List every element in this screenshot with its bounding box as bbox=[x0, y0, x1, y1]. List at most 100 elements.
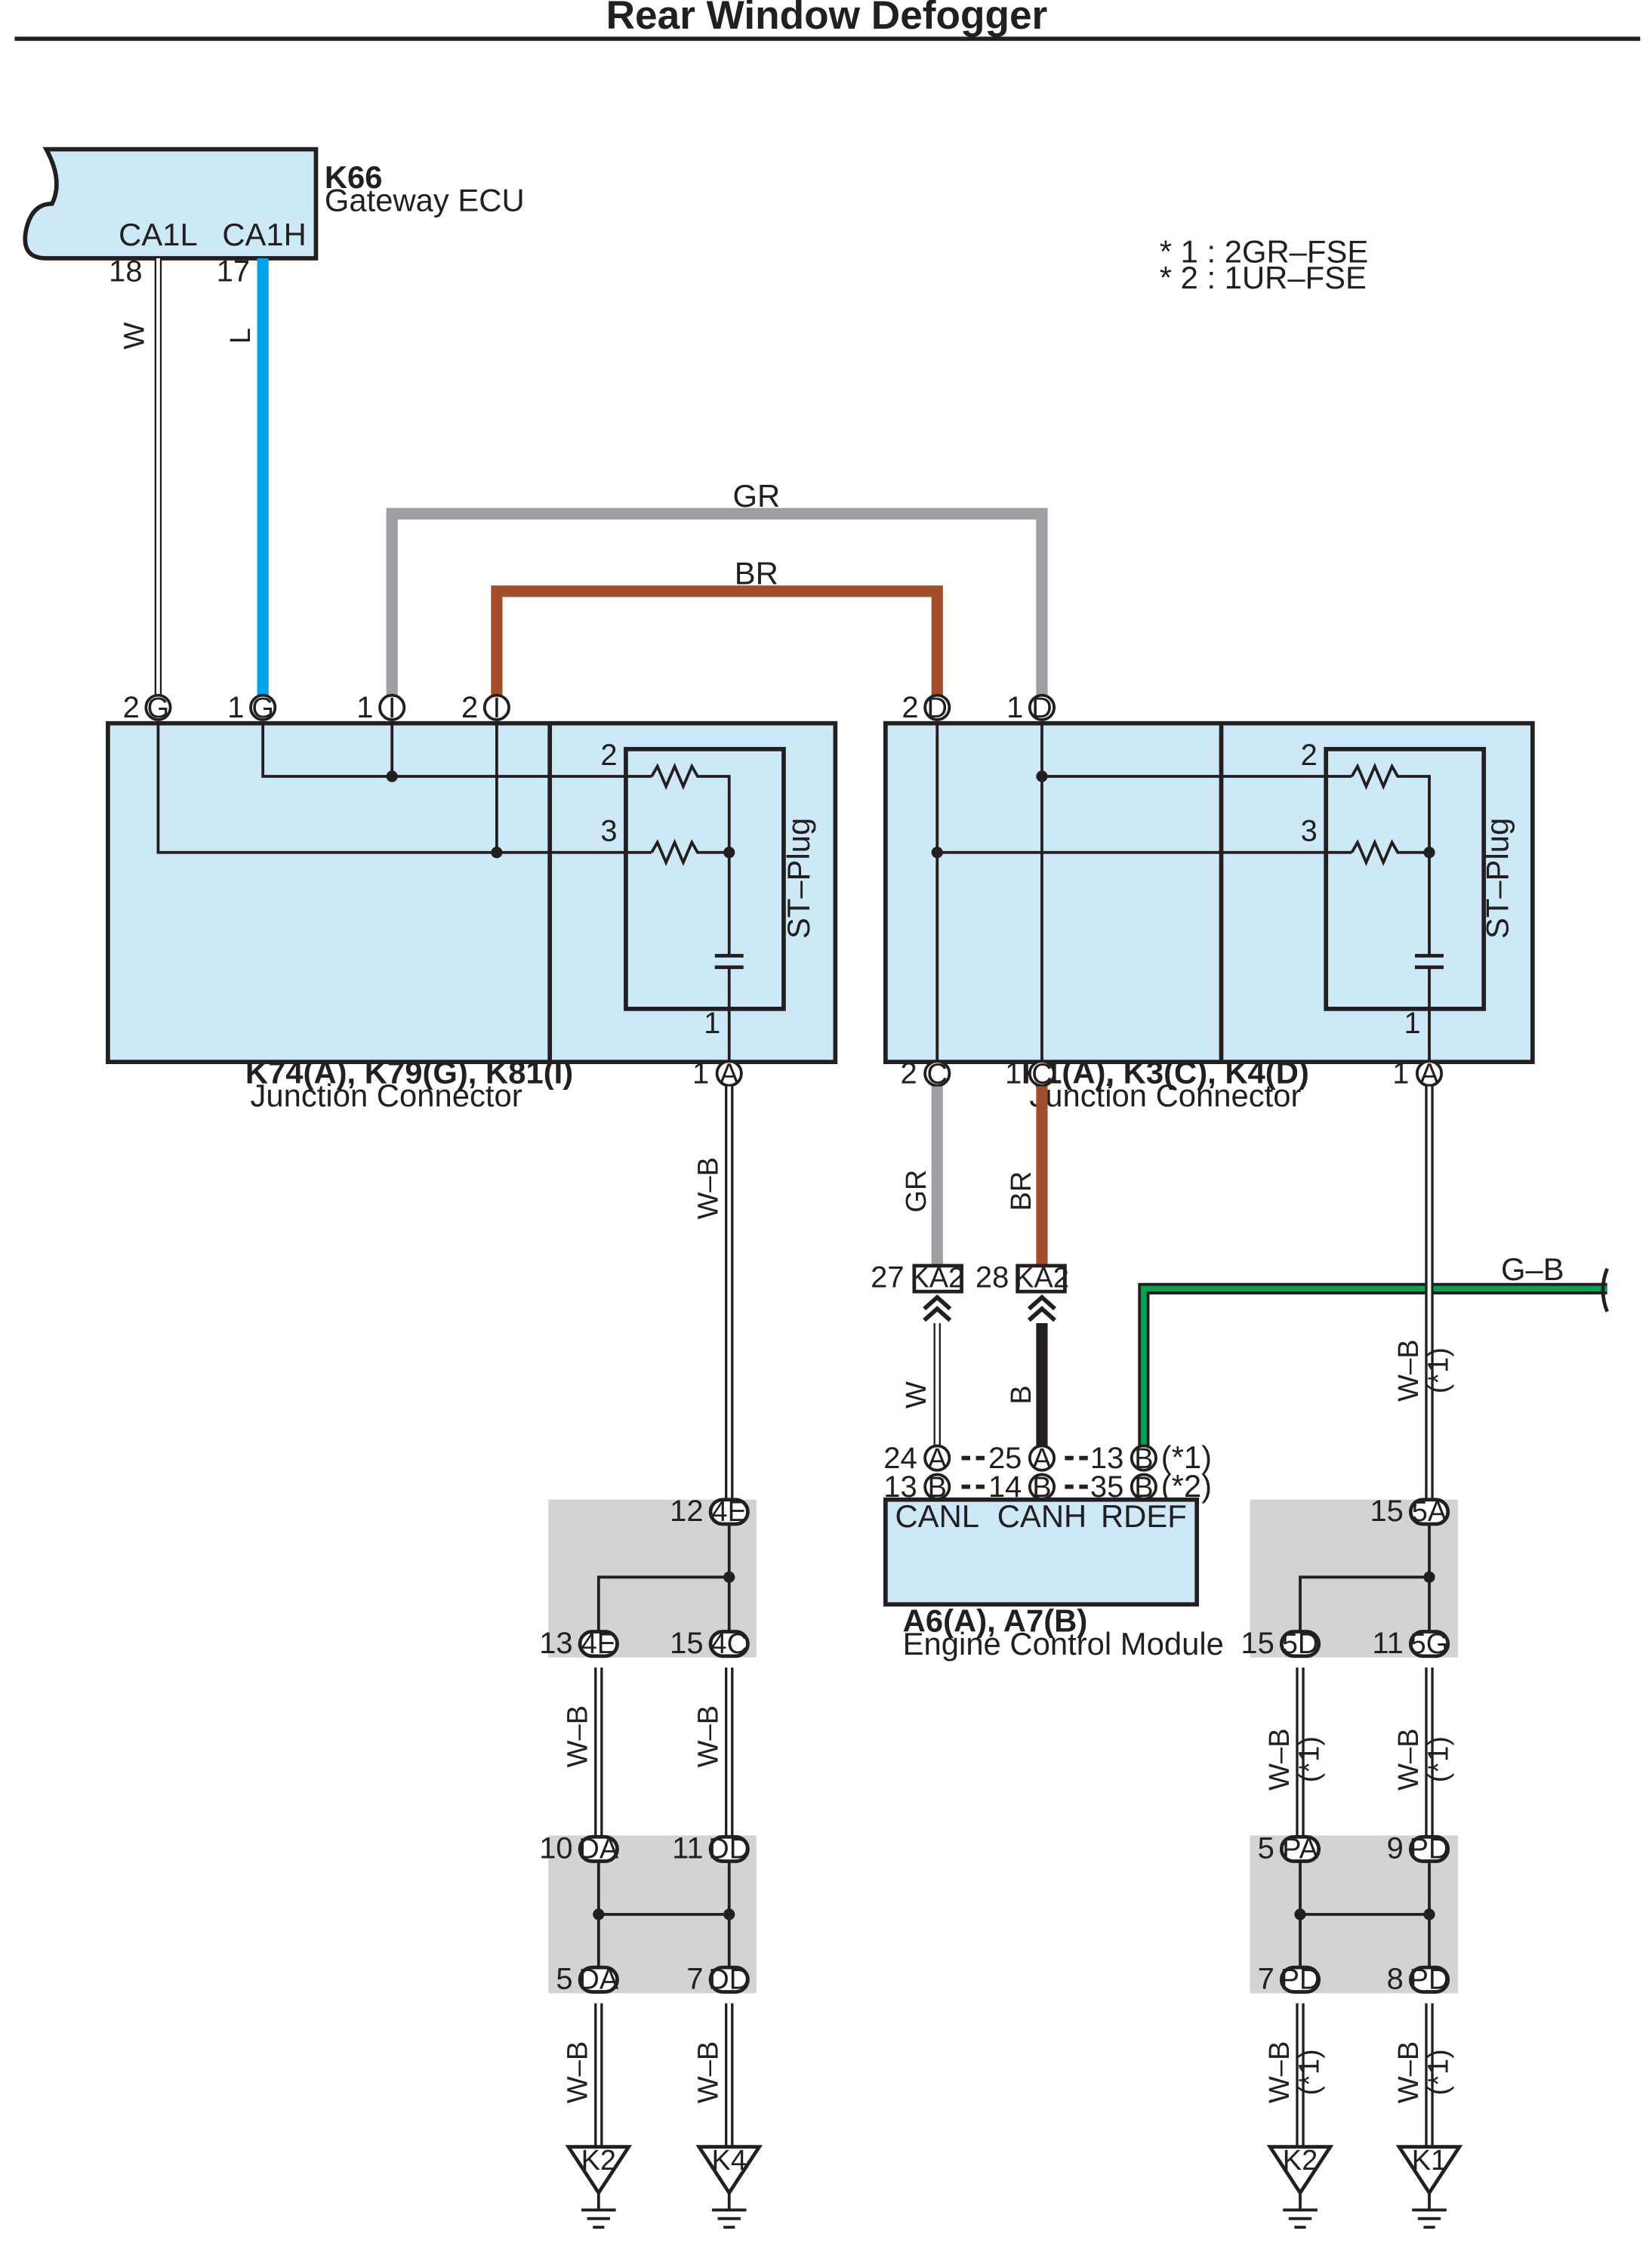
svg-text:(*1): (*1) bbox=[1423, 1736, 1455, 1782]
svg-text:W–B: W–B bbox=[1393, 1728, 1425, 1790]
can-bus-upper-wires: W L GR BR bbox=[119, 258, 1048, 708]
svg-text:D: D bbox=[1031, 693, 1052, 724]
legend-note-1: * 1 : 2GR–FSE bbox=[1160, 234, 1368, 270]
svg-text:B: B bbox=[1134, 1443, 1153, 1475]
svg-text:2: 2 bbox=[902, 691, 918, 724]
svg-text:(*1): (*1) bbox=[1294, 2049, 1326, 2095]
pin-number-17: 17 bbox=[217, 255, 250, 288]
svg-text:W–B: W–B bbox=[693, 1705, 725, 1767]
svg-text:DA: DA bbox=[578, 1834, 618, 1865]
svg-text:7: 7 bbox=[686, 1963, 703, 1996]
junction-left-code: K74(A), K79(G), K81(I) bbox=[245, 1055, 573, 1091]
svg-text:25: 25 bbox=[988, 1442, 1022, 1475]
ka2-br-label: KA2 bbox=[1015, 1262, 1069, 1294]
svg-text:A: A bbox=[1032, 1443, 1052, 1475]
wire-label-gb: G–B bbox=[1501, 1251, 1564, 1287]
svg-text:(*1): (*1) bbox=[1294, 1736, 1326, 1782]
wire-label-l: L bbox=[225, 328, 257, 344]
wire-label-w-ecm: W bbox=[901, 1381, 932, 1408]
svg-text:1: 1 bbox=[692, 1057, 709, 1091]
junction-left-name: Junction Connector bbox=[251, 1078, 522, 1113]
engine-legend: * 1 : 2GR–FSE * 2 : 1UR–FSE bbox=[1160, 234, 1368, 295]
svg-text:5: 5 bbox=[556, 1963, 572, 1996]
svg-text:PD: PD bbox=[1281, 1964, 1321, 1996]
svg-text:A: A bbox=[928, 1443, 948, 1475]
svg-text:1: 1 bbox=[704, 1007, 720, 1040]
svg-text:5A: 5A bbox=[1412, 1496, 1447, 1528]
pin-label-ca1l: CA1L bbox=[119, 217, 198, 252]
wire-label-b-ecm: B bbox=[1006, 1385, 1037, 1404]
pin-label-ca1h: CA1H bbox=[222, 217, 307, 252]
svg-text:PD: PD bbox=[1410, 1964, 1450, 1996]
svg-text:3: 3 bbox=[600, 815, 617, 848]
svg-text:4C: 4C bbox=[710, 1628, 747, 1660]
engine-control-module: A24 B13 A25 B14 B13 B35 (*1) (*2) CANL C… bbox=[883, 1439, 1224, 1661]
junction-right-name: Junction Connector bbox=[1029, 1078, 1301, 1113]
svg-text:K2: K2 bbox=[1283, 2145, 1318, 2177]
svg-text:5D: 5D bbox=[1282, 1628, 1319, 1660]
junction-right-code: K1(A), K3(C), K4(D) bbox=[1022, 1055, 1309, 1091]
svg-text:24: 24 bbox=[883, 1442, 917, 1475]
gateway-ecu-name: Gateway ECU bbox=[325, 182, 525, 218]
ground-k1: K1 bbox=[1395, 2145, 1463, 2229]
gateway-ecu-code: K66 bbox=[325, 159, 383, 195]
svg-text:11: 11 bbox=[1372, 1627, 1403, 1660]
svg-text:13: 13 bbox=[1090, 1442, 1123, 1475]
st-plug-right-label: ST–Plug bbox=[1480, 818, 1515, 939]
legend-note-2: * 2 : 1UR–FSE bbox=[1160, 260, 1367, 295]
wire-gr-link bbox=[386, 508, 1048, 708]
ecm-pin-canl: CANL bbox=[895, 1498, 980, 1534]
junction-left-top-pins: G2 G1 I1 I2 bbox=[123, 691, 510, 724]
svg-text:DD: DD bbox=[708, 1964, 750, 1996]
svg-text:12: 12 bbox=[670, 1495, 703, 1528]
svg-text:2: 2 bbox=[461, 691, 478, 724]
ground-k2-right: K2 bbox=[1266, 2145, 1334, 2229]
st-plug-left-label: ST–Plug bbox=[781, 818, 816, 939]
wire-label-br-lower: BR bbox=[1006, 1171, 1037, 1211]
ecm-code: A6(A), A7(B) bbox=[903, 1603, 1088, 1639]
ground-k4: K4 bbox=[695, 2145, 763, 2229]
svg-text:27: 27 bbox=[871, 1260, 904, 1294]
svg-text:C: C bbox=[927, 1059, 948, 1091]
svg-text:8: 8 bbox=[1387, 1963, 1404, 1996]
svg-text:PA: PA bbox=[1282, 1834, 1319, 1865]
wire-br-link bbox=[491, 585, 943, 708]
svg-text:10: 10 bbox=[539, 1832, 572, 1865]
pin-number-18: 18 bbox=[109, 255, 142, 288]
svg-text:1: 1 bbox=[227, 691, 244, 724]
svg-text:W–B: W–B bbox=[562, 2041, 594, 2103]
svg-text:15: 15 bbox=[1241, 1627, 1274, 1660]
svg-text:13: 13 bbox=[539, 1627, 572, 1660]
svg-text:11: 11 bbox=[672, 1832, 703, 1865]
svg-text:9: 9 bbox=[1387, 1832, 1404, 1865]
junction-connector-left: 2 3 1 ST–Plug K74(A), K79(G), K81(I) Jun… bbox=[106, 691, 838, 1113]
svg-text:(*1): (*1) bbox=[1423, 2049, 1455, 2095]
wire-label-gr-lower: GR bbox=[901, 1170, 932, 1213]
ecm-can-wires: GR BR KA2 27 KA2 28 W B G–B bbox=[871, 1086, 1609, 1447]
svg-text:C: C bbox=[1031, 1059, 1052, 1091]
svg-text:4E: 4E bbox=[581, 1628, 616, 1660]
svg-text:1: 1 bbox=[1404, 1007, 1420, 1040]
svg-text:K2: K2 bbox=[581, 2145, 616, 2177]
svg-text:7: 7 bbox=[1258, 1963, 1274, 1996]
svg-text:5G: 5G bbox=[1410, 1628, 1449, 1660]
svg-text:W–B: W–B bbox=[693, 2041, 725, 2103]
left-ground-wires: W–B W–B W–B W–B W–B bbox=[562, 1086, 735, 2146]
junction-connector-right: 2 3 1 ST–Plug K1(A), K3(C), K4(D) Juncti… bbox=[883, 691, 1535, 1113]
svg-text:5: 5 bbox=[1258, 1832, 1274, 1865]
svg-text:1: 1 bbox=[356, 691, 373, 724]
ecm-pin-rdef: RDEF bbox=[1101, 1498, 1187, 1534]
svg-text:DA: DA bbox=[578, 1964, 618, 1996]
wire-label-br-top: BR bbox=[735, 555, 778, 591]
ground-k2-left: K2 bbox=[565, 2145, 633, 2229]
svg-text:D: D bbox=[927, 693, 948, 724]
svg-text:4E: 4E bbox=[711, 1496, 746, 1528]
svg-text:PD: PD bbox=[1410, 1834, 1450, 1865]
svg-text:I: I bbox=[493, 693, 501, 724]
svg-text:2: 2 bbox=[123, 691, 140, 724]
right-ground-wires: W–B (*1) W–B (*1) W–B (*1) W–B (*1) W–B … bbox=[1264, 1086, 1455, 2146]
svg-text:A: A bbox=[720, 1059, 739, 1091]
svg-text:A: A bbox=[1419, 1059, 1439, 1091]
svg-text:W–B: W–B bbox=[1264, 2041, 1296, 2103]
